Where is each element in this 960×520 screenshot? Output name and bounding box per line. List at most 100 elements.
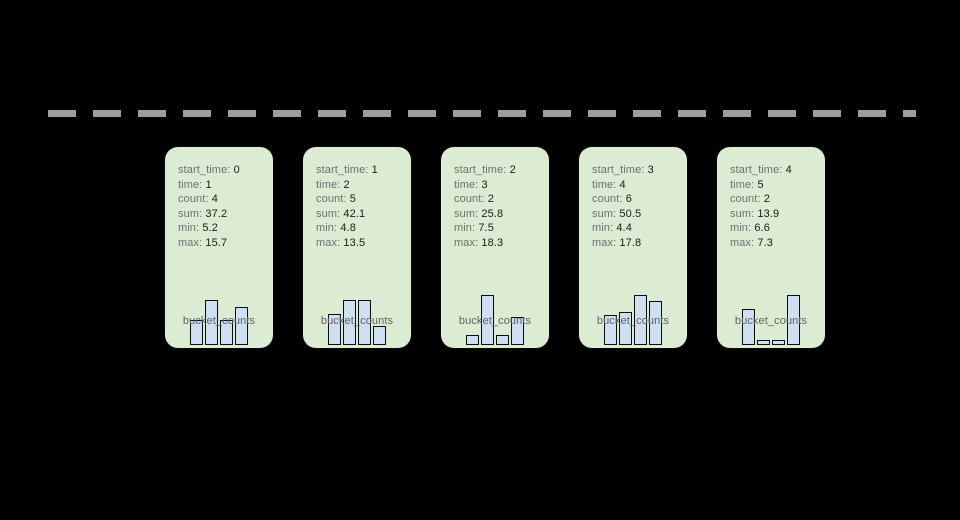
field-key: sum: xyxy=(592,207,617,220)
field-value: 4 xyxy=(211,193,218,206)
bucket-counts-histogram xyxy=(466,295,524,345)
field-row: start_time: 2 xyxy=(454,163,549,178)
field-row: count: 6 xyxy=(592,192,687,207)
histogram-bar xyxy=(496,335,509,345)
field-key: min: xyxy=(454,222,476,235)
field-row: start_time: 4 xyxy=(730,163,825,178)
field-value: 4.8 xyxy=(340,222,356,235)
field-value: 25.8 xyxy=(481,207,504,220)
field-key: sum: xyxy=(178,207,203,220)
field-value: 13.5 xyxy=(343,236,366,249)
field-key: start_time: xyxy=(454,164,507,176)
histogram-bar xyxy=(757,340,770,345)
histogram-bar xyxy=(343,300,356,345)
field-row: min: 4.8 xyxy=(316,221,411,236)
field-row: count: 5 xyxy=(316,192,411,207)
bucket-counts-histogram xyxy=(328,295,386,345)
field-row: count: 2 xyxy=(730,192,825,207)
field-row: min: 7.5 xyxy=(454,221,549,236)
field-row: min: 6.6 xyxy=(730,221,825,236)
field-value: 3 xyxy=(647,164,654,176)
bucket-counts-histogram xyxy=(190,295,248,345)
field-value: 2 xyxy=(343,178,350,191)
field-key: start_time: xyxy=(592,164,645,176)
histogram-container xyxy=(579,295,687,348)
histogram-container xyxy=(303,295,411,348)
field-key: time: xyxy=(592,178,617,191)
field-row: max: 18.3 xyxy=(454,236,549,251)
field-value: 6 xyxy=(625,193,632,206)
field-row: max: 15.7 xyxy=(178,236,273,251)
histogram-bar xyxy=(787,295,800,345)
field-value: 5 xyxy=(349,193,356,206)
field-key: start_time: xyxy=(178,164,231,176)
field-key: start_time: xyxy=(316,164,369,176)
field-row: sum: 37.2 xyxy=(178,207,273,222)
histogram-bar xyxy=(511,317,524,345)
field-row: time: 2 xyxy=(316,178,411,193)
field-value: 42.1 xyxy=(343,207,366,220)
field-row: count: 4 xyxy=(178,192,273,207)
field-row: sum: 25.8 xyxy=(454,207,549,222)
field-value: 1 xyxy=(371,164,378,176)
field-key: max: xyxy=(454,236,479,249)
field-key: count: xyxy=(730,193,761,206)
field-row: start_time: 1 xyxy=(316,163,411,178)
field-key: time: xyxy=(454,178,479,191)
field-value: 2 xyxy=(509,164,516,176)
field-key: sum: xyxy=(454,207,479,220)
field-key: min: xyxy=(316,222,338,235)
field-value: 13.9 xyxy=(757,207,780,220)
histogram-bar xyxy=(649,301,662,345)
histogram-bar xyxy=(466,335,479,345)
field-row: max: 13.5 xyxy=(316,236,411,251)
field-row: min: 5.2 xyxy=(178,221,273,236)
histogram-label: bucket_counts xyxy=(734,315,808,327)
field-value: 5.2 xyxy=(202,222,218,235)
field-key: min: xyxy=(592,222,614,235)
field-value: 18.3 xyxy=(481,236,504,249)
field-key: min: xyxy=(730,222,752,235)
histogram-bar xyxy=(235,307,248,345)
histogram-bar xyxy=(742,309,755,345)
field-key: time: xyxy=(730,178,755,191)
field-value: 15.7 xyxy=(205,236,228,249)
field-key: sum: xyxy=(316,207,341,220)
histogram-label: bucket_counts xyxy=(182,315,256,327)
field-value: 2 xyxy=(487,193,494,206)
field-row: count: 2 xyxy=(454,192,549,207)
field-row: time: 4 xyxy=(592,178,687,193)
field-value: 50.5 xyxy=(619,207,642,220)
field-value: 17.8 xyxy=(619,236,642,249)
histogram-bar xyxy=(205,300,218,345)
field-row: min: 4.4 xyxy=(592,221,687,236)
field-row: max: 7.3 xyxy=(730,236,825,251)
histogram-label: bucket_counts xyxy=(320,315,394,327)
field-value: 37.2 xyxy=(205,207,228,220)
field-row: start_time: 0 xyxy=(178,163,273,178)
field-key: count: xyxy=(454,193,485,206)
field-value: 5 xyxy=(757,178,764,191)
field-row: time: 3 xyxy=(454,178,549,193)
histogram-label: bucket_counts xyxy=(458,315,532,327)
field-row: max: 17.8 xyxy=(592,236,687,251)
dashed-separator xyxy=(48,110,916,117)
field-value: 2 xyxy=(763,193,770,206)
field-key: max: xyxy=(730,236,755,249)
field-row: sum: 13.9 xyxy=(730,207,825,222)
field-value: 3 xyxy=(481,178,488,191)
field-value: 6.6 xyxy=(754,222,770,235)
field-value: 0 xyxy=(233,164,240,176)
